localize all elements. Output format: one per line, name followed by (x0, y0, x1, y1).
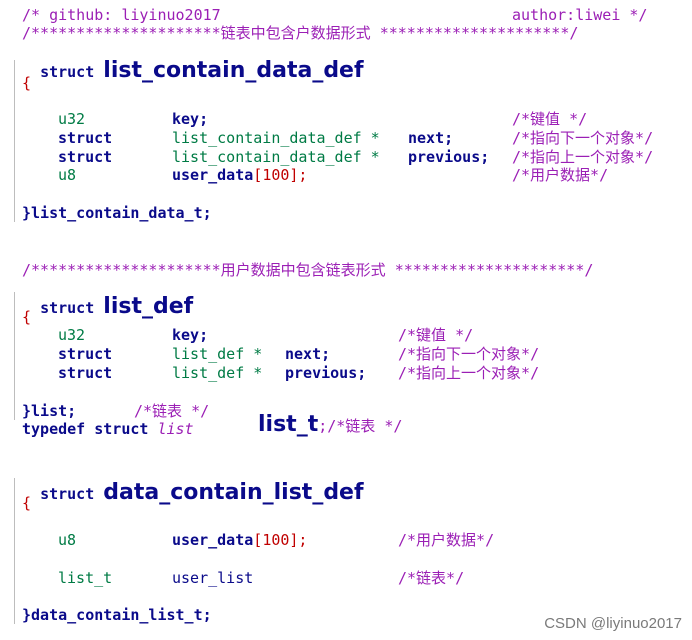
s1-f1-mid: next; (408, 129, 454, 147)
s1-f3-bracket-end: ]; (289, 166, 308, 184)
struct3-header: struct data_contain_list_def (22, 466, 364, 505)
s2-f1-name: list_def * (172, 345, 263, 363)
s1-f1-comment: /*指向下一个对象*/ (512, 129, 654, 147)
s3-f0-bracket: [ (253, 531, 263, 549)
s3-f0-type: u8 (58, 531, 77, 549)
struct3-close: }data_contain_list_t; (22, 606, 212, 624)
s2-f1-comment: /*指向下一个对象*/ (398, 345, 540, 363)
typedef-line: typedef struct list (22, 420, 194, 438)
header-comment-left: /* github: liyinuo2017 (22, 6, 221, 24)
struct3-open-brace: { (22, 494, 32, 512)
banner-1: /*********************链表中包含户数据形式 *******… (22, 24, 579, 42)
s1-f2-type: struct (58, 148, 113, 166)
struct3-name: data_contain_list_def (103, 480, 364, 505)
s2-f1-mid: next; (285, 345, 331, 363)
s2-f2-type: struct (58, 364, 113, 382)
s3-f1-type: list_t (58, 569, 113, 587)
s1-f1-name: list_contain_data_def * (172, 129, 380, 147)
s3-f0-num: 100 (262, 531, 290, 549)
s3-f0-name: user_data (172, 531, 254, 549)
struct3-keyword: struct (40, 485, 95, 503)
s2-f0-type: u32 (58, 326, 86, 344)
struct2-open-brace: { (22, 308, 32, 326)
struct2-close-comment: /*链表 */ (134, 402, 210, 420)
struct1-keyword: struct (40, 63, 95, 81)
struct2-name: list_def (103, 294, 194, 319)
s2-f2-mid: previous; (285, 364, 367, 382)
typedef-tag: list (157, 420, 194, 438)
typedef-comment: ;/*链表 */ (318, 417, 403, 435)
s2-f2-comment: /*指向上一个对象*/ (398, 364, 540, 382)
s1-f3-name: user_data (172, 166, 254, 184)
typedef-alias-line: list_t;/*链表 */ (258, 414, 403, 436)
s1-f3-type: u8 (58, 166, 77, 184)
s3-f1-comment: /*链表*/ (398, 569, 465, 587)
watermark: CSDN @liyinuo2017 (544, 615, 682, 632)
s1-f3-bracket: [ (253, 166, 263, 184)
s3-f1-name: user_list (172, 569, 254, 587)
struct1-header: struct list_contain_data_def (22, 44, 364, 83)
struct1-open-brace: { (22, 74, 32, 92)
s1-f0-name: key; (172, 110, 209, 128)
s1-f1-type: struct (58, 129, 113, 147)
struct2-close: }list; (22, 402, 77, 420)
s1-f3-comment: /*用户数据*/ (512, 166, 609, 184)
struct2-keyword: struct (40, 299, 95, 317)
s2-f2-name: list_def * (172, 364, 263, 382)
s3-f0-decl: user_data[100]; (172, 531, 307, 549)
s1-f2-mid: previous; (408, 148, 490, 166)
s1-f0-comment: /*键值 */ (512, 110, 588, 128)
s3-f0-bracket-end: ]; (289, 531, 308, 549)
fold-guide-1 (14, 60, 15, 222)
s2-f0-name: key; (172, 326, 209, 344)
typedef-alias: list_t (258, 412, 319, 437)
s2-f1-type: struct (58, 345, 113, 363)
s2-f0-comment: /*键值 */ (398, 326, 474, 344)
header-comment-right: author:liwei */ (512, 6, 648, 24)
banner-2: /*********************用户数据中包含链表形式 ******… (22, 261, 594, 279)
struct2-header: struct list_def (22, 280, 194, 319)
struct1-name: list_contain_data_def (103, 58, 364, 83)
s3-f0-comment: /*用户数据*/ (398, 531, 495, 549)
s1-f3-num: 100 (262, 166, 290, 184)
typedef-keyword: typedef struct (22, 420, 149, 438)
s1-f0-type: u32 (58, 110, 86, 128)
s1-f3-decl: user_data[100]; (172, 166, 307, 184)
fold-guide-3 (14, 478, 15, 624)
s1-f2-name: list_contain_data_def * (172, 148, 380, 166)
s1-f2-comment: /*指向上一个对象*/ (512, 148, 654, 166)
struct1-close: }list_contain_data_t; (22, 204, 212, 222)
fold-guide-2 (14, 292, 15, 420)
